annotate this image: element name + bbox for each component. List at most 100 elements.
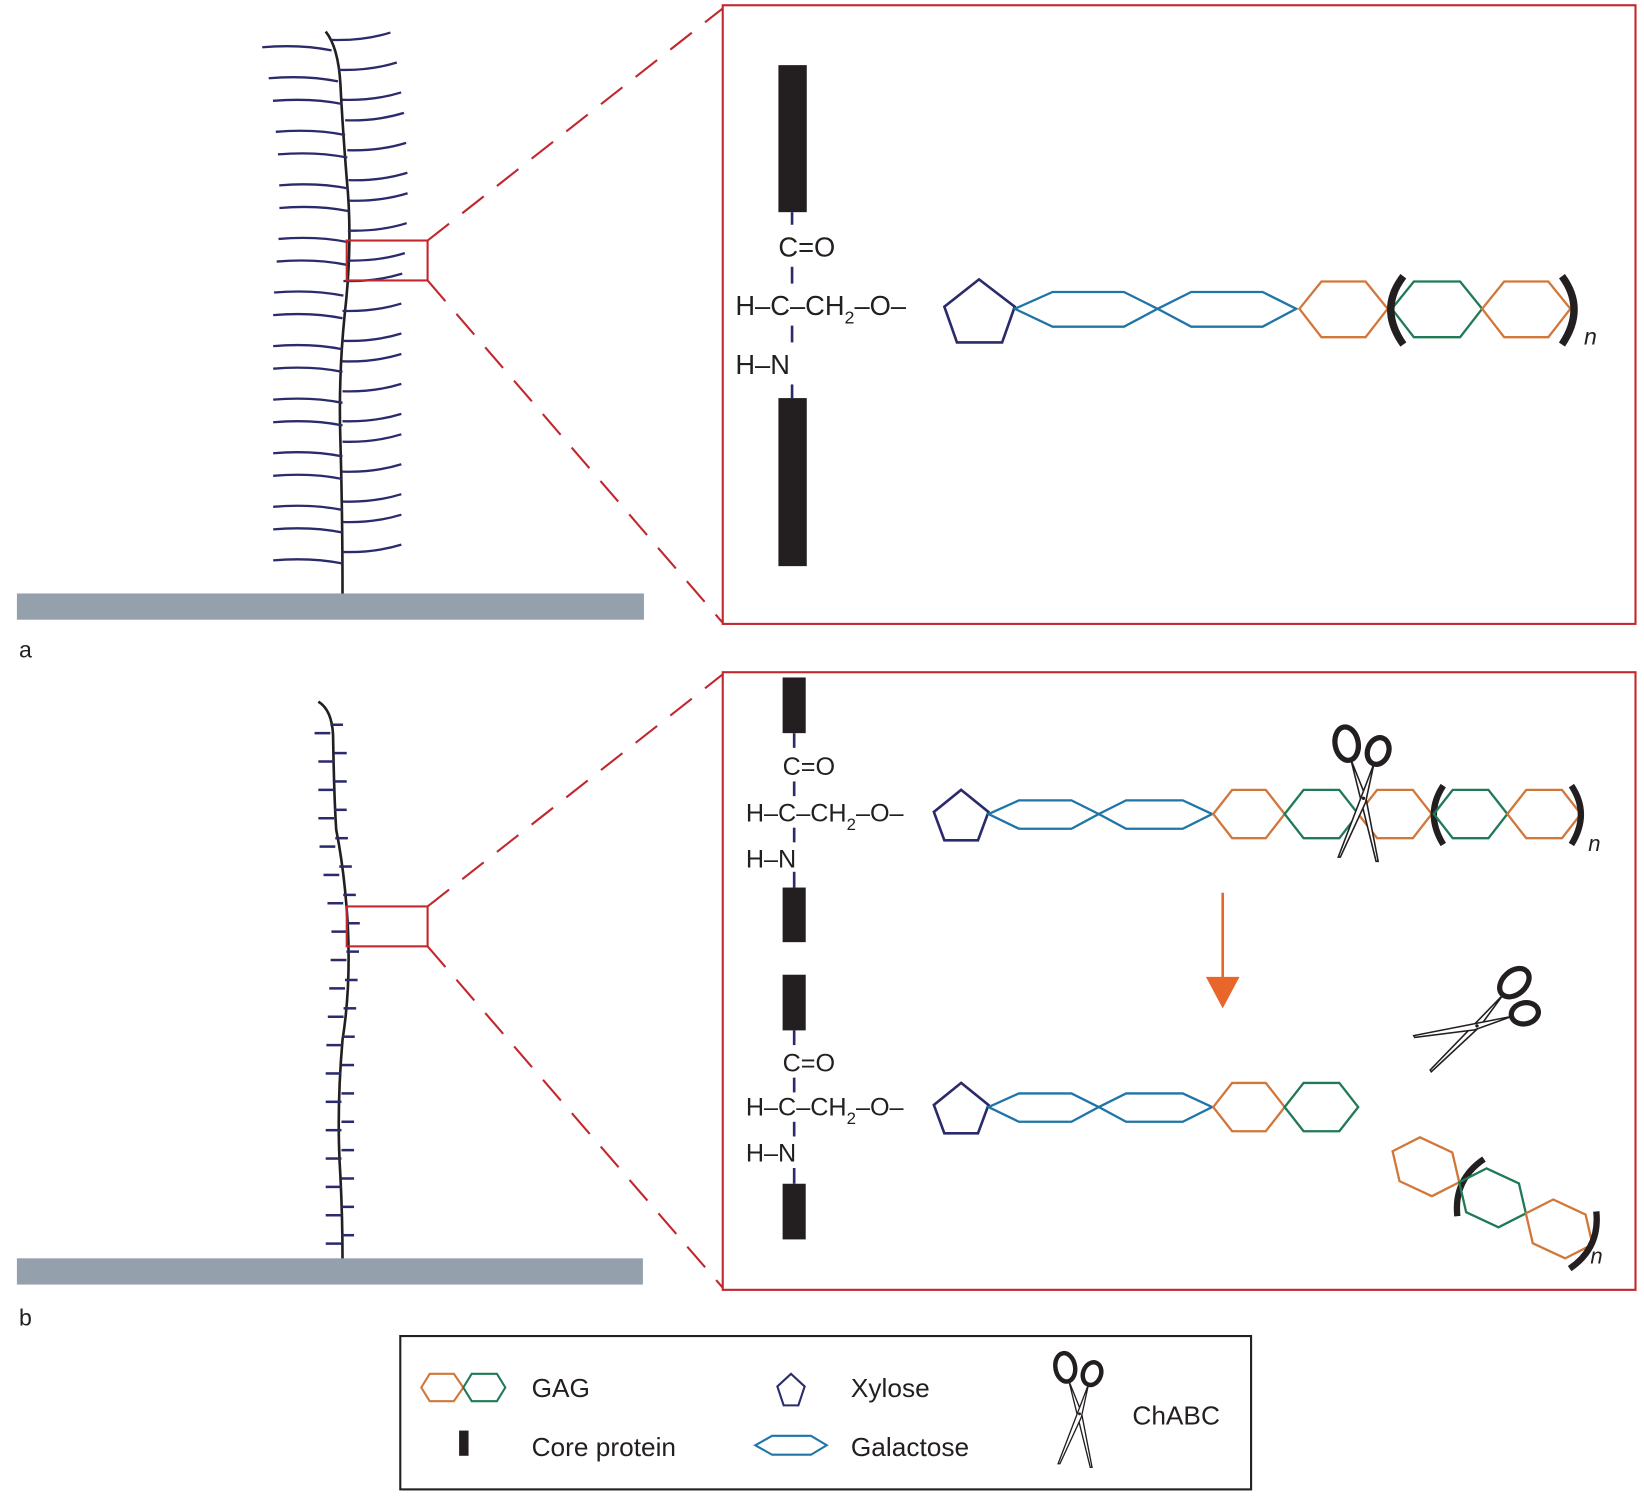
gag-hexagon-green-b2-1 (1283, 1081, 1360, 1133)
zoom-region-box-b (345, 905, 429, 948)
gag-chain-right (347, 141, 407, 152)
galactose-hexagon-icon (753, 1434, 829, 1456)
reaction-arrow-head (1205, 976, 1240, 1009)
amine-group-b1: H–N (746, 846, 796, 874)
panel-a: a C=O H–C–CH2–O– H–N n (16, 4, 1637, 663)
legend-item-core-protein: Core protein (459, 1430, 676, 1462)
zoom-line-a-bottom (426, 279, 724, 624)
gag-chain-right (342, 412, 402, 423)
gag-chain-right (342, 433, 402, 443)
legend-label-xylose: Xylose (851, 1373, 930, 1403)
galactose-hexagon-b1-1 (985, 799, 1102, 830)
legend: GAG Xylose ChABC Core protein Galactose (399, 1334, 1253, 1491)
substrate-surface-b (16, 1258, 643, 1285)
gag-chain-left (262, 45, 332, 52)
amine-group-b2: H–N (746, 1140, 796, 1168)
repeat-bracket-left-a (1387, 273, 1407, 347)
repeat-subscript-b1: n (1588, 831, 1600, 856)
backbone-formula-a: H–C–CH2–O– (735, 290, 907, 327)
released-gag-fragment (1391, 1136, 1600, 1272)
gag-chain-left (273, 420, 343, 427)
gag-chain-right (345, 111, 405, 122)
gag-chain-left (273, 473, 343, 481)
gag-chain-right (331, 31, 391, 42)
legend-label-gag: GAG (532, 1373, 590, 1403)
gag-chain-right (342, 463, 402, 473)
gag-hexagon-green-a-1 (1390, 280, 1484, 339)
gag-hexagon-orange-a-1 (1297, 280, 1390, 339)
gag-chain-left (268, 76, 339, 83)
gag-chain-right (348, 171, 408, 182)
core-protein-bar-b1-bottom (782, 887, 806, 943)
repeat-bracket-right-a (1558, 274, 1578, 347)
legend-item-chabc: ChABC (1053, 1352, 1220, 1468)
fragment-bracket-right (1567, 1211, 1600, 1272)
gag-chain-left (276, 259, 347, 266)
gag-chain-left (273, 451, 343, 458)
gag-chain-left (273, 343, 343, 351)
gag-chain-left (273, 366, 343, 373)
core-protein-bar-b2-bottom (782, 1183, 806, 1240)
xylose-pentagon-a (942, 277, 1017, 344)
legend-label-galactose: Galactose (851, 1432, 969, 1462)
legend-frame (399, 1334, 1253, 1491)
panel-label-a: a (19, 637, 32, 663)
zoom-line-a-top (426, 7, 724, 242)
repeat-subscript-a: n (1584, 324, 1597, 350)
core-protein-strand-b (317, 700, 350, 1259)
gag-hexagon-pair-icon (420, 1372, 507, 1403)
gag-chain-right (342, 332, 402, 343)
panel-b: b C=O H–C–CH2–O– H–N n (16, 671, 1637, 1331)
core-protein-bar-a-top (778, 65, 807, 213)
gag-chain-left (273, 312, 343, 320)
xylose-pentagon-b2 (932, 1081, 991, 1135)
gag-hexagon-green-b1-2 (1432, 788, 1509, 840)
gag-chain-left (275, 129, 346, 137)
gag-hexagon-orange-b1-3 (1505, 788, 1583, 840)
zoom-panel-frame-b (721, 671, 1637, 1291)
gag-chain-left (278, 236, 349, 244)
fragment-bracket-left (1453, 1156, 1486, 1217)
gag-chain-right (337, 61, 398, 72)
substrate-surface-a (16, 593, 644, 620)
gag-chain-left (273, 527, 343, 534)
backbone-formula-b2: H–C–CH2–O– (746, 1093, 904, 1127)
gag-chains-a (262, 31, 408, 565)
galactose-hexagon-b2-2 (1096, 1092, 1215, 1123)
core-protein-strand-a (324, 30, 351, 594)
legend-item-xylose: Xylose (776, 1372, 930, 1407)
repeat-bracket-right-b1 (1568, 783, 1584, 847)
gag-chain-right (342, 513, 402, 524)
gag-chain-left (273, 504, 343, 512)
gag-chain-right (342, 382, 402, 393)
core-protein-bar-icon (459, 1430, 469, 1456)
gag-chain-right (342, 91, 402, 102)
gag-chain-right (348, 192, 408, 202)
zoom-line-b-top (426, 673, 724, 908)
gag-chain-right (342, 543, 402, 554)
galactose-hexagon-b2-1 (985, 1092, 1102, 1123)
gag-chain-right (342, 493, 402, 503)
carbonyl-group-b1: C=O (783, 753, 836, 781)
core-protein-bar-b2-top (782, 974, 806, 1031)
legend-label-core-protein: Core protein (532, 1432, 676, 1462)
chabc-scissors-released (1407, 961, 1554, 1084)
legend-item-galactose: Galactose (753, 1432, 969, 1462)
amine-group-a: H–N (735, 349, 790, 380)
galactose-hexagon-a-2 (1155, 290, 1299, 328)
gag-chain-left (279, 183, 349, 190)
gag-chain-right (347, 222, 408, 232)
xylose-pentagon-icon (776, 1372, 806, 1407)
legend-label-chabc: ChABC (1132, 1400, 1220, 1430)
gag-chain-right (342, 302, 402, 313)
core-protein-bar-b1-top (782, 677, 806, 734)
gag-chain-right (342, 352, 402, 363)
zoom-line-b-bottom (426, 945, 724, 1289)
galactose-hexagon-b1-2 (1096, 799, 1215, 830)
scissors-icon (1053, 1352, 1104, 1468)
gag-chain-left (273, 290, 344, 297)
gag-chain-left (277, 152, 348, 159)
panel-label-b: b (19, 1305, 32, 1331)
gag-chain-right (345, 252, 406, 262)
